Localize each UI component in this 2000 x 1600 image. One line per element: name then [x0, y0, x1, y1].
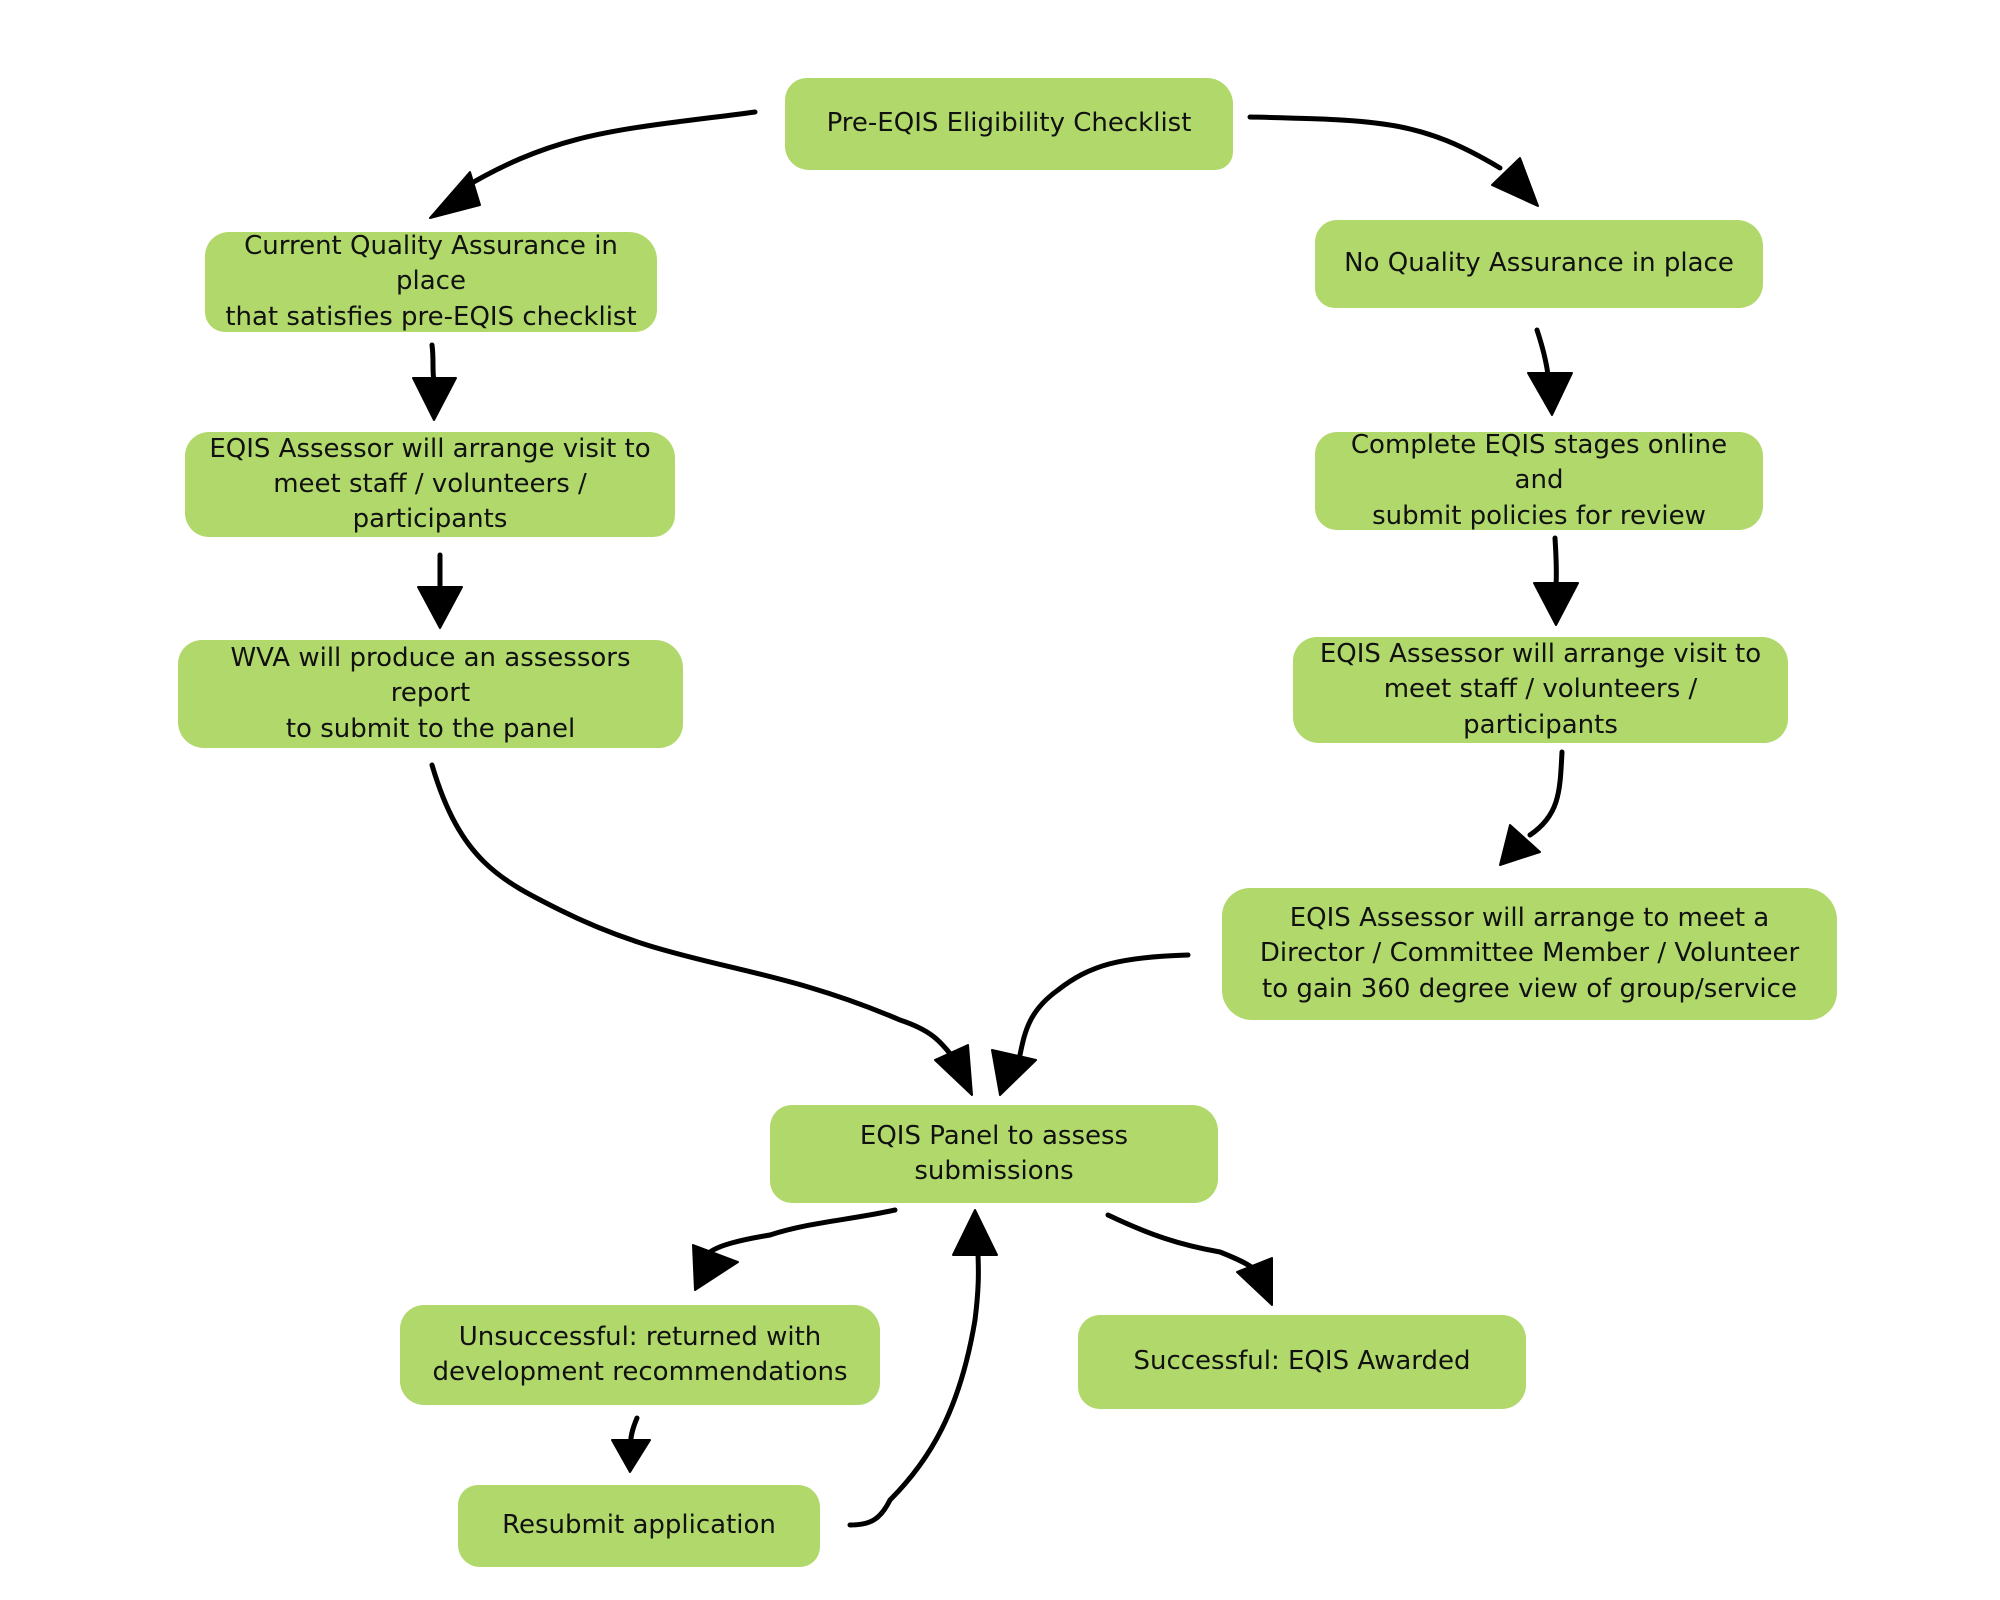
box-no-qa: No Quality Assurance in place: [1315, 220, 1763, 308]
arrow-no-qa-to-complete: [1527, 327, 1573, 416]
arrow-checklist-to-qa: [429, 109, 758, 219]
box-resubmit-text: Resubmit application: [502, 1510, 776, 1541]
box-wva-report-text: WVA will produce an assessors report to …: [230, 643, 631, 744]
box-checklist: Pre-EQIS Eligibility Checklist: [785, 78, 1233, 170]
arrow-panel-to-successful: [1105, 1212, 1273, 1306]
box-panel: EQIS Panel to assess submissions: [770, 1105, 1218, 1203]
arrow-assessor-right-to-director: [1499, 749, 1565, 866]
box-assessor-visit-right: EQIS Assessor will arrange visit to meet…: [1293, 637, 1788, 743]
box-assessor-meet-director-text: EQIS Assessor will arrange to meet a Dir…: [1259, 903, 1800, 1004]
box-complete-stages: Complete EQIS stages online and submit p…: [1315, 430, 1763, 531]
box-resubmit: Resubmit application: [458, 1485, 820, 1567]
box-unsuccessful-text: Unsuccessful: returned with development …: [432, 1321, 848, 1387]
box-assessor-visit-left: EQIS Assessor will arrange visit to meet…: [185, 432, 675, 537]
arrow-director-to-panel: [991, 952, 1191, 1096]
arrow-qa-to-assessor-left: [412, 342, 457, 421]
box-panel-text: EQIS Panel to assess submissions: [859, 1120, 1129, 1186]
arrow-unsuccessful-to-resubmit: [611, 1415, 651, 1473]
arrow-wva-to-panel: [429, 762, 973, 1096]
box-wva-report: WVA will produce an assessors report to …: [178, 640, 683, 748]
box-qa-in-place-text: Current Quality Assurance in place that …: [225, 231, 637, 332]
arrow-complete-to-assessor-right: [1533, 535, 1579, 626]
arrow-resubmit-to-panel: [847, 1209, 998, 1528]
box-unsuccessful: Unsuccessful: returned with development …: [400, 1305, 880, 1405]
arrow-assessor-left-to-wva: [417, 552, 463, 629]
box-assessor-meet-director: EQIS Assessor will arrange to meet a Dir…: [1222, 888, 1837, 1020]
box-complete-stages-text: Complete EQIS stages online and submit p…: [1350, 430, 1728, 531]
box-assessor-visit-left-text: EQIS Assessor will arrange visit to meet…: [209, 433, 651, 535]
box-checklist-text: Pre-EQIS Eligibility Checklist: [826, 108, 1192, 139]
box-successful-text: Successful: EQIS Awarded: [1133, 1346, 1471, 1377]
arrow-panel-to-unsuccessful: [692, 1207, 898, 1291]
arrow-checklist-to-no-qa: [1247, 114, 1539, 207]
box-no-qa-text: No Quality Assurance in place: [1344, 248, 1734, 279]
box-qa-in-place: Current Quality Assurance in place that …: [205, 231, 657, 332]
box-assessor-visit-right-text: EQIS Assessor will arrange visit to meet…: [1319, 639, 1762, 740]
box-successful: Successful: EQIS Awarded: [1078, 1315, 1526, 1409]
